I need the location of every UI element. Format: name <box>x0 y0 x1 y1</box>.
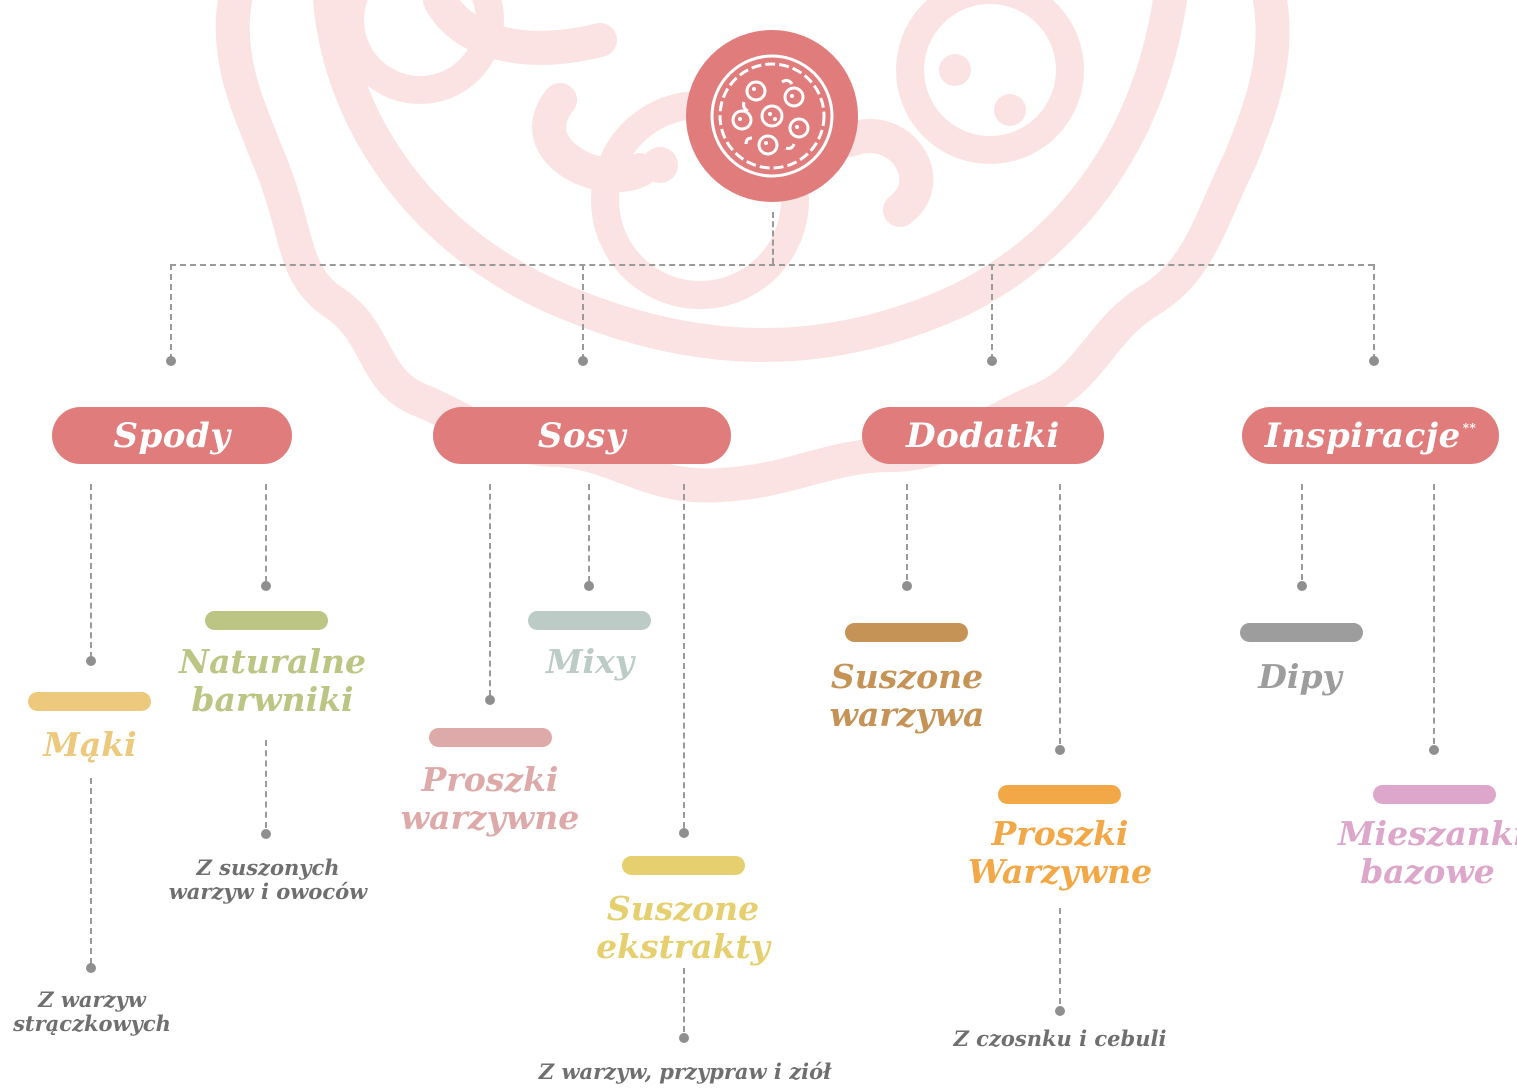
item-label-proszki-warzywne-2: Proszki Warzywne <box>967 814 1153 891</box>
connector-dot <box>86 963 96 973</box>
item-sub-maki: Z warzyw strączkowych <box>13 987 171 1036</box>
connector-dot <box>86 656 96 666</box>
item-bar-maki <box>28 692 151 711</box>
item-label-naturalne-barwniki: Naturalne barwniki <box>178 642 367 719</box>
connector <box>90 778 92 964</box>
item-label-suszone-warzywa: Suszone warzywa <box>829 657 985 734</box>
item-bar-proszki-warzywne <box>429 728 552 747</box>
connector-dot <box>679 828 689 838</box>
connector-dot <box>584 581 594 591</box>
connector <box>265 740 267 828</box>
item-label-proszki-warzywne: Proszki warzywne <box>400 760 580 837</box>
pizza-watermark <box>215 0 1290 503</box>
item-sub-naturalne-barwniki: Z suszonych warzyw i owoców <box>168 855 368 904</box>
item-bar-proszki-warzywne-2 <box>998 785 1121 804</box>
root-connector <box>772 212 774 264</box>
connector-dot <box>679 1033 689 1043</box>
connector-dot <box>166 356 176 366</box>
item-label-dipy: Dipy <box>1258 657 1342 696</box>
connector <box>588 484 590 582</box>
item-label-mixy: Mixy <box>546 642 634 681</box>
connector-dot <box>987 356 997 366</box>
pizza-logo <box>686 30 858 202</box>
category-title: Inspiracje <box>1264 415 1461 456</box>
connector <box>1301 484 1303 580</box>
connector <box>582 264 584 360</box>
connector <box>1059 484 1061 744</box>
connector-dot <box>1055 745 1065 755</box>
category-spody: Spody <box>52 407 292 464</box>
connector-dot <box>1297 581 1307 591</box>
category-title: Dodatki <box>906 415 1060 456</box>
category-title: Sosy <box>537 415 627 456</box>
item-label-suszone-ekstrakty: Suszone ekstrakty <box>596 889 770 966</box>
footnote-mark: ** <box>1462 420 1477 435</box>
connector <box>265 484 267 582</box>
connector-dot <box>261 829 271 839</box>
connector-dot <box>902 581 912 591</box>
item-bar-mieszanki-bazowe <box>1373 785 1496 804</box>
connector <box>683 968 685 1032</box>
connector-dot <box>261 581 271 591</box>
item-sub-suszone-ekstrakty: Z warzyw, przypraw i ziół <box>538 1059 832 1084</box>
item-bar-mixy <box>528 611 651 630</box>
item-bar-naturalne-barwniki <box>205 611 328 630</box>
connector <box>90 484 92 658</box>
item-sub-proszki-warzywne-2: Z czosnku i cebuli <box>953 1026 1167 1051</box>
category-dodatki: Dodatki <box>862 407 1104 464</box>
category-sosy: Sosy <box>433 407 731 464</box>
connector <box>683 484 685 828</box>
category-inspiracje: Inspiracje** <box>1242 407 1499 464</box>
item-bar-suszone-ekstrakty <box>622 856 745 875</box>
item-bar-dipy <box>1240 623 1363 642</box>
connector <box>489 484 491 696</box>
connector <box>1433 484 1435 744</box>
connector-dot <box>578 356 588 366</box>
connector-dot <box>1429 745 1439 755</box>
category-title: Spody <box>113 415 231 456</box>
item-bar-suszone-warzywa <box>845 623 968 642</box>
connector <box>906 484 908 580</box>
connector-dot <box>1369 356 1379 366</box>
pizza-icon <box>710 54 834 178</box>
category-connector-line <box>170 264 1374 266</box>
item-label-maki: Mąki <box>43 725 137 764</box>
connector-dot <box>1055 1006 1065 1016</box>
connector <box>991 264 993 360</box>
connector <box>1059 908 1061 1004</box>
item-label-mieszanki-bazowe: Mieszanki bazowe <box>1338 814 1517 891</box>
connector <box>170 264 172 360</box>
connector-dot <box>485 695 495 705</box>
connector <box>1373 264 1375 360</box>
